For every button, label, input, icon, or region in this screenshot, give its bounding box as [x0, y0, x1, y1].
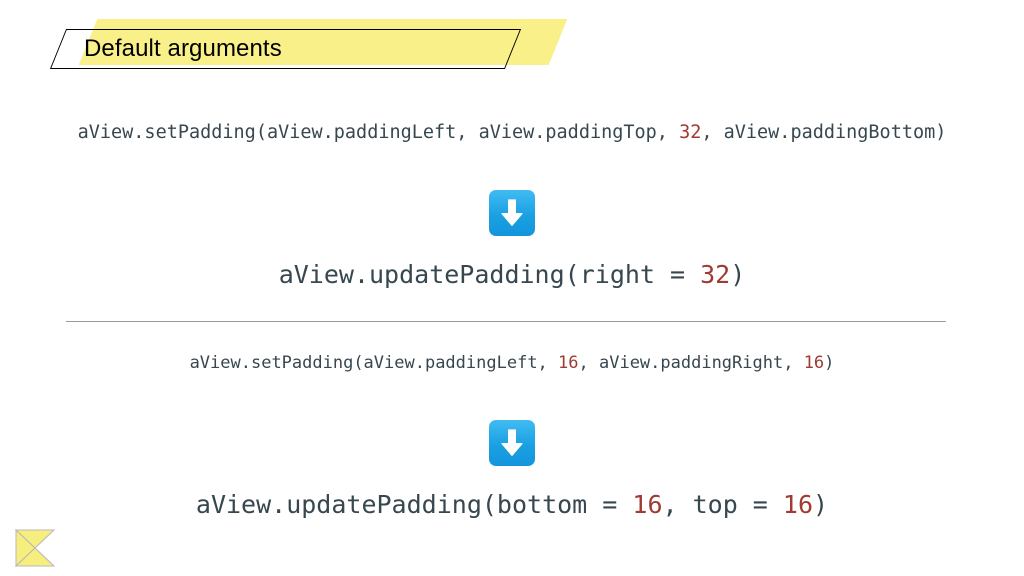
down-arrow-glyph	[501, 199, 523, 226]
code-number: 16	[632, 490, 663, 519]
code-prefix: aView.setPadding(aView.paddingLeft,	[189, 353, 559, 373]
page-title: Default arguments	[84, 35, 282, 62]
code-number-2: 16	[803, 353, 825, 373]
down-arrow-icon	[489, 420, 535, 466]
code-middle: , top =	[662, 490, 783, 519]
code-line-before-2: aView.setPadding(aView.paddingLeft, 16, …	[0, 352, 1024, 375]
code-line-before-1: aView.setPadding(aView.paddingLeft, aVie…	[0, 121, 1024, 145]
code-middle: , aView.paddingRight,	[578, 353, 804, 373]
code-line-after-1: aView.updatePadding(right = 32)	[0, 258, 1024, 292]
section-divider	[66, 321, 946, 322]
code-suffix: , aView.paddingBottom)	[701, 122, 947, 143]
kotlin-k-logo-glyph	[14, 528, 56, 568]
code-number: 32	[700, 260, 731, 289]
code-line-after-2: aView.updatePadding(bottom = 16, top = 1…	[0, 488, 1024, 522]
slide-title-banner: Default arguments	[0, 0, 620, 95]
code-suffix: )	[730, 260, 746, 289]
code-suffix: )	[824, 353, 835, 373]
code-number: 16	[558, 353, 579, 373]
code-number: 32	[679, 122, 702, 143]
down-arrow-icon	[489, 190, 535, 236]
code-prefix: aView.updatePadding(bottom =	[195, 490, 633, 519]
code-prefix: aView.updatePadding(right =	[278, 260, 701, 289]
code-prefix: aView.setPadding(aView.paddingLeft, aVie…	[77, 122, 680, 143]
kotlin-k-logo	[14, 528, 56, 568]
down-arrow-glyph	[501, 429, 523, 456]
code-number-2: 16	[782, 490, 814, 519]
code-suffix: )	[813, 490, 829, 519]
